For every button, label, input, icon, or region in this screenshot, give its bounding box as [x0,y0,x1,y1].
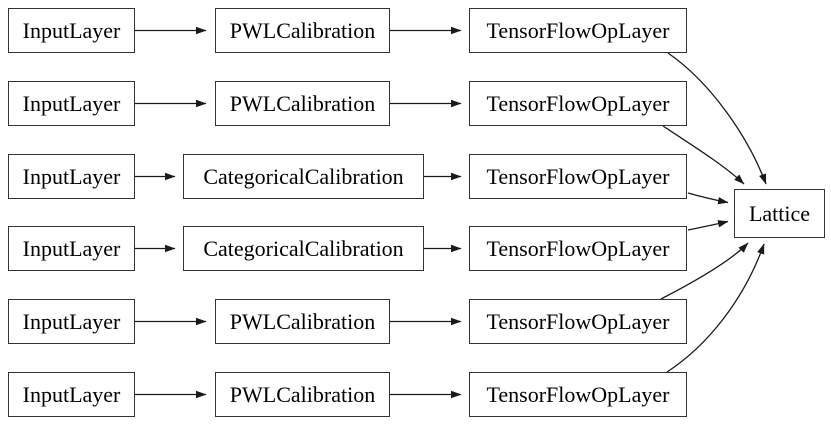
node-tensorflow-op-layer-r4: TensorFlowOpLayer [469,226,687,271]
node-tensorflow-op-layer-r1: TensorFlowOpLayer [469,8,687,53]
node-input-layer-r3: InputLayer [8,154,135,199]
node-input-layer-r5: InputLayer [8,299,135,344]
node-tensorflow-op-layer-r6: TensorFlowOpLayer [469,372,687,417]
node-lattice: Lattice [734,189,825,238]
node-input-layer-r1: InputLayer [8,8,135,53]
node-tensorflow-op-layer-r3: TensorFlowOpLayer [469,154,687,199]
node-input-layer-r2: InputLayer [8,81,135,126]
node-input-layer-r6: InputLayer [8,372,135,417]
node-pwl-calibration-r1: PWLCalibration [215,8,390,53]
node-input-layer-r4: InputLayer [8,226,135,271]
node-pwl-calibration-r2: PWLCalibration [215,81,390,126]
edge-op-to-lattice-r3 [687,192,729,205]
node-tensorflow-op-layer-r2: TensorFlowOpLayer [469,81,687,126]
node-pwl-calibration-r6: PWLCalibration [215,372,390,417]
node-pwl-calibration-r5: PWLCalibration [215,299,390,344]
node-categorical-calibration-r3: CategoricalCalibration [183,154,424,199]
node-categorical-calibration-r4: CategoricalCalibration [183,226,424,271]
node-tensorflow-op-layer-r5: TensorFlowOpLayer [469,299,687,344]
edge-op-to-lattice-r4 [687,220,729,231]
